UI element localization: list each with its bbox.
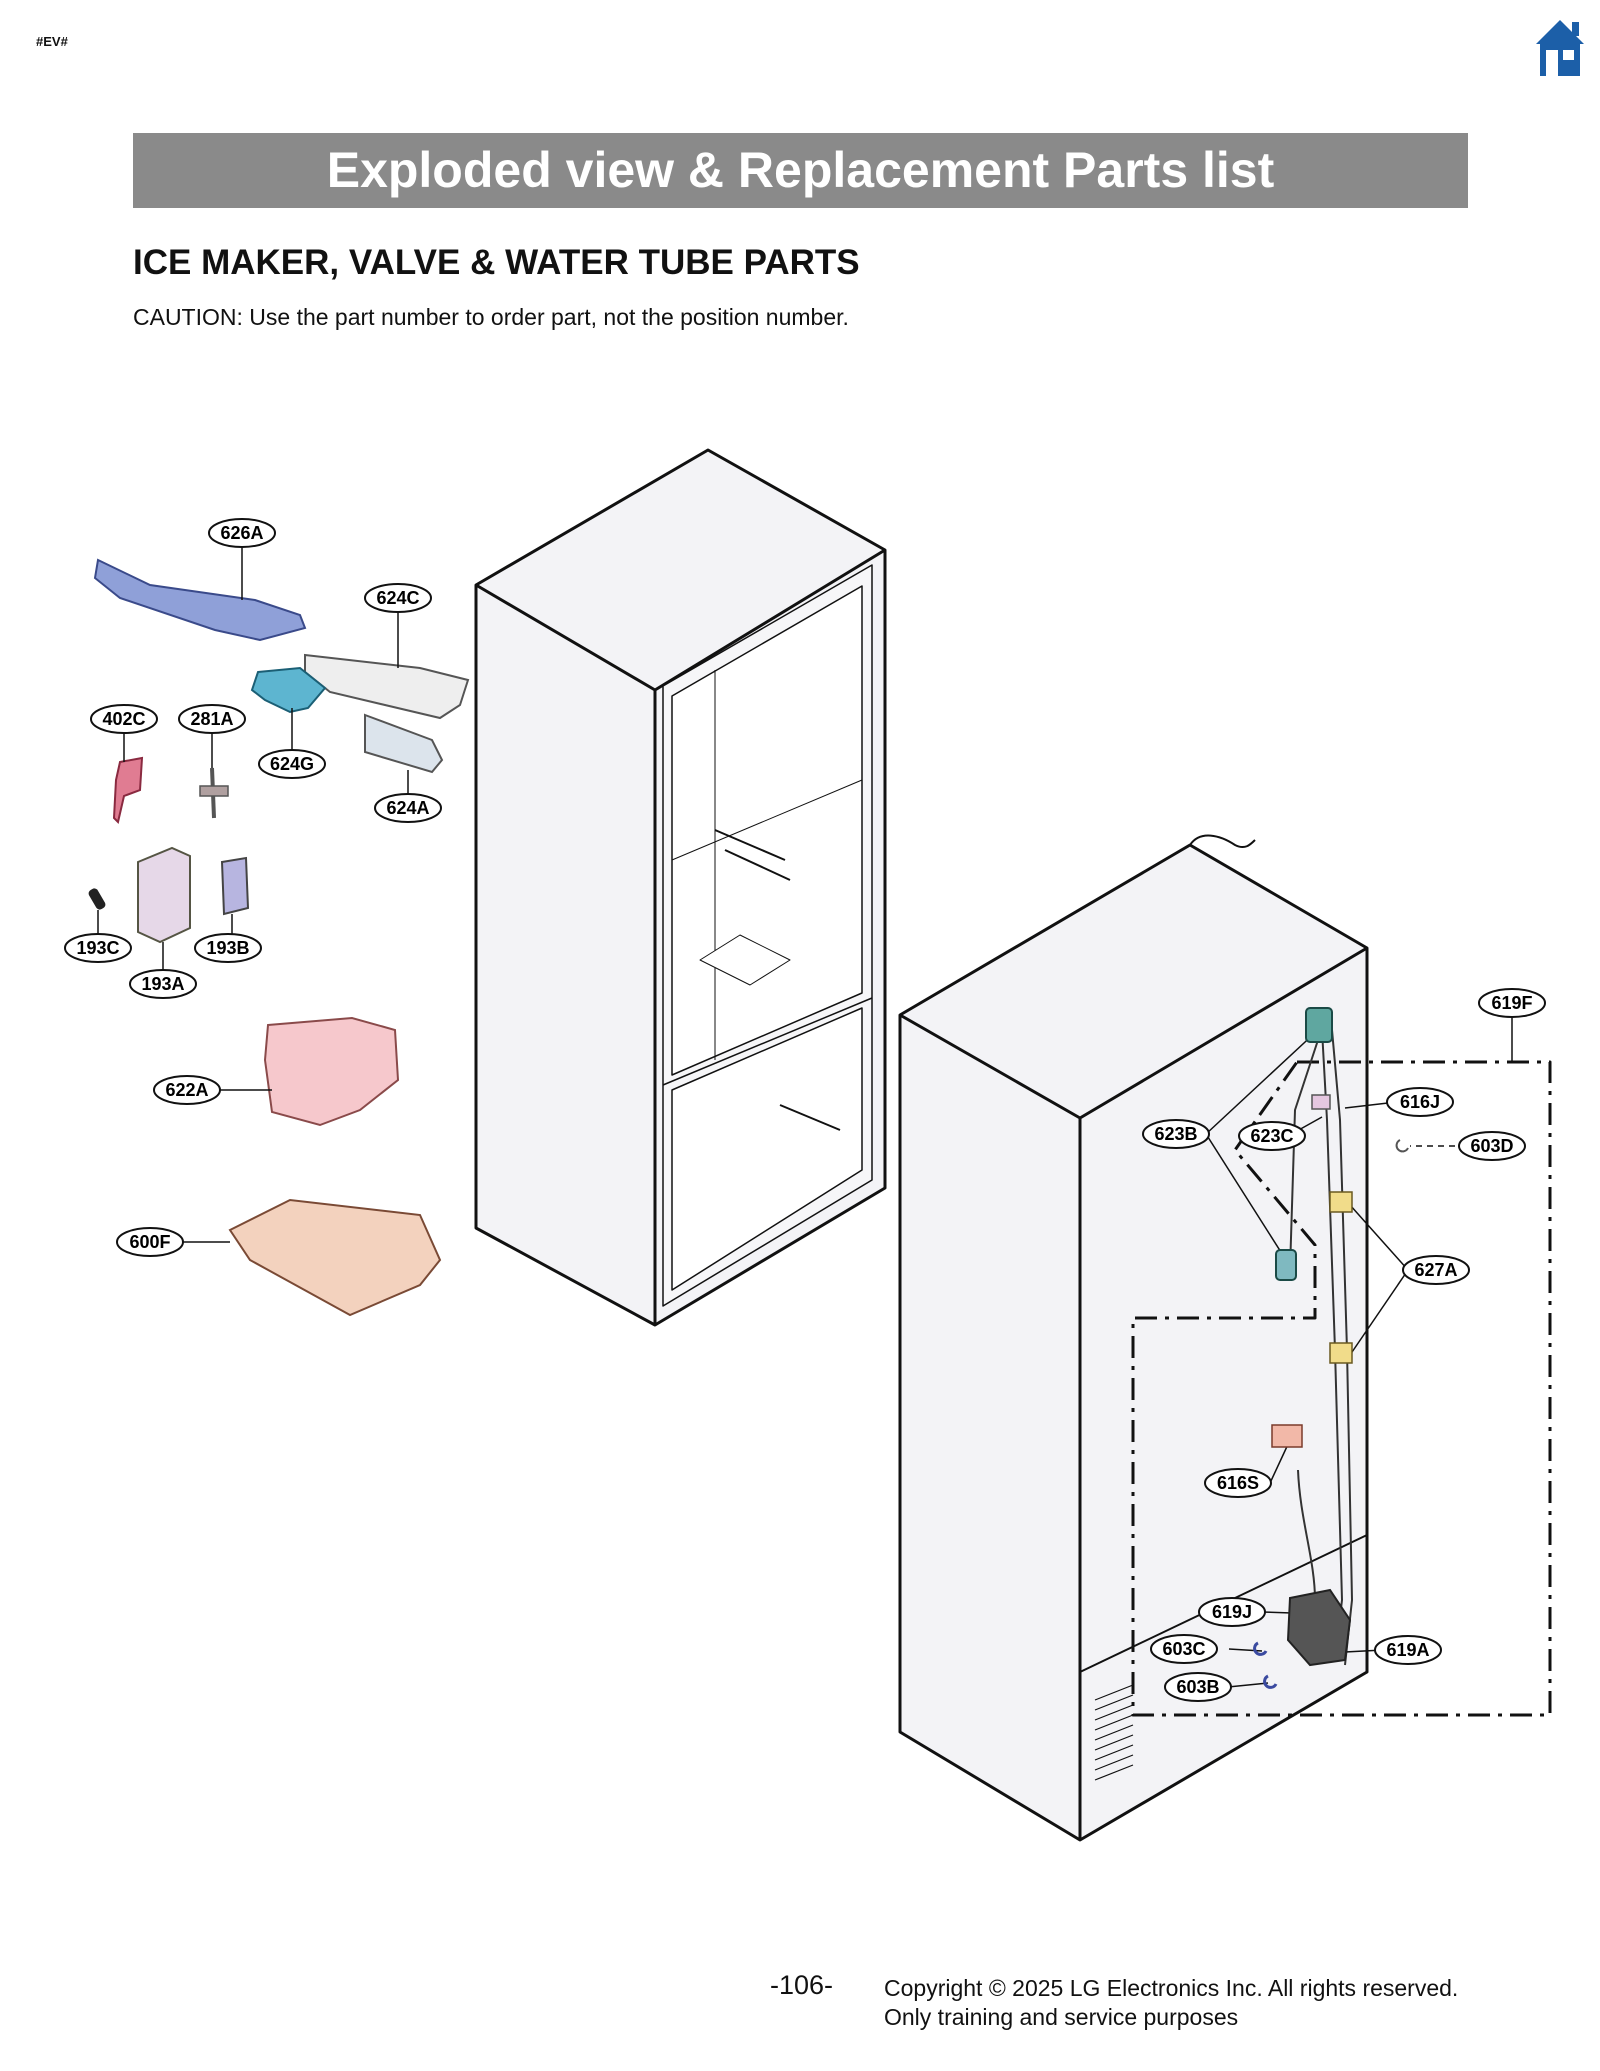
part-624a-filter-cartridge [364,713,444,794]
svg-text:626A: 626A [220,523,263,543]
part-193b-cover [220,856,250,934]
part-624c-ice-bin-cover [304,612,470,720]
svg-text:623C: 623C [1250,1126,1293,1146]
callout-623c: 623C [1238,1121,1306,1151]
copyright-text: Copyright © 2025 LG Electronics Inc. All… [884,1975,1459,2001]
svg-text:193A: 193A [141,974,184,994]
svg-text:624G: 624G [270,754,314,774]
callout-619j: 619J [1198,1597,1266,1627]
copyright-footer: Copyright © 2025 LG Electronics Inc. All… [884,1974,1458,2032]
page-number: -106- [770,1970,834,2000]
svg-text:619F: 619F [1491,993,1532,1013]
callout-626a: 626A [208,518,276,548]
part-193c-cap [88,888,106,934]
callout-603c: 603C [1150,1634,1218,1664]
part-619a-water-valve [1286,1588,1352,1667]
callout-627a: 627A [1402,1255,1470,1285]
part-193a-bracket [137,846,191,970]
svg-text:603D: 603D [1470,1136,1513,1156]
callout-624g: 624G [258,749,326,779]
callout-281a: 281A [178,704,246,734]
svg-text:623B: 623B [1154,1124,1197,1144]
svg-text:624A: 624A [386,798,429,818]
svg-text:193B: 193B [206,938,249,958]
callout-619a: 619A [1374,1635,1442,1665]
callout-labels: 626A 624C 402C 281A 624G 624A 193C 193B … [64,518,1546,1702]
part-623c-tube-fitting [1311,1094,1331,1110]
callout-603d: 603D [1458,1131,1526,1161]
callout-624c: 624C [364,583,432,613]
callout-193b: 193B [194,933,262,963]
callout-600f: 600F [116,1227,184,1257]
svg-text:619A: 619A [1386,1640,1429,1660]
home-icon[interactable] [1532,16,1588,78]
part-616s-fitting [1271,1424,1303,1448]
part-624g-motor-housing [250,666,327,750]
purpose-text: Only training and service purposes [884,2004,1239,2030]
callout-193c: 193C [64,933,132,963]
callout-616j: 616J [1386,1087,1454,1117]
part-603b-clip [1263,1674,1278,1689]
refrigerator-cabinet-front [474,448,887,1327]
callout-603b: 603B [1164,1672,1232,1702]
svg-text:624C: 624C [376,588,419,608]
callout-624a: 624A [374,793,442,823]
part-623b-valve-clamps [1275,1007,1333,1281]
svg-text:281A: 281A [190,709,233,729]
callout-619f: 619F [1478,988,1546,1018]
svg-text:622A: 622A [165,1080,208,1100]
part-603c-clip [1253,1641,1268,1656]
part-402c-switch [112,733,144,824]
svg-text:619J: 619J [1212,1602,1252,1622]
page-banner: Exploded view & Replacement Parts list [133,133,1468,208]
document-tag: #EV# [36,34,68,49]
svg-text:603B: 603B [1176,1677,1219,1697]
svg-text:603C: 603C [1162,1639,1205,1659]
svg-text:600F: 600F [129,1232,170,1252]
callout-616s: 616S [1204,1468,1272,1498]
callout-622a: 622A [153,1075,221,1105]
part-627a-clamps [1329,1191,1353,1364]
part-626a-icemaker-cover [93,548,307,642]
svg-text:193C: 193C [76,938,119,958]
part-622a-motor-assembly [218,1016,400,1127]
caution-note: CAUTION: Use the part number to order pa… [133,304,849,330]
callout-193a: 193A [129,969,197,999]
619f-assembly-boundary [1131,1060,1552,1717]
svg-text:616S: 616S [1217,1473,1259,1493]
part-603d-clip [1395,1139,1409,1153]
section-title: ICE MAKER, VALVE & WATER TUBE PARTS [133,243,860,282]
svg-text:627A: 627A [1414,1260,1457,1280]
callout-623b: 623B [1142,1119,1210,1149]
part-600f-ice-maker [180,1198,442,1317]
callout-402c: 402C [90,704,158,734]
part-281a-rod [199,733,229,819]
svg-text:616J: 616J [1400,1092,1440,1112]
svg-text:402C: 402C [102,709,145,729]
